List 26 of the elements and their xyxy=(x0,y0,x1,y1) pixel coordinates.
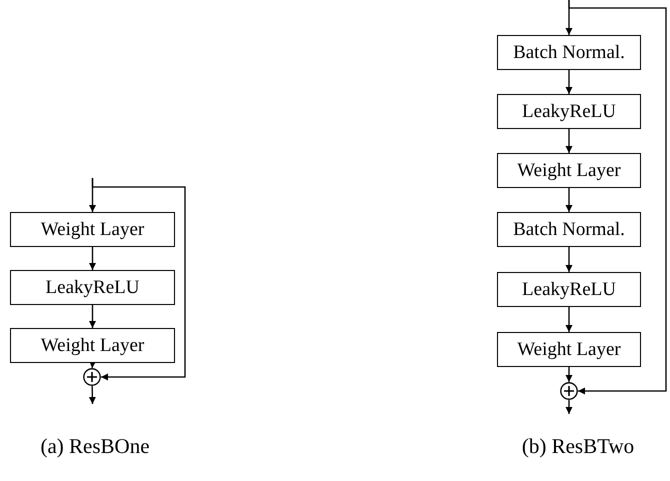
arrow xyxy=(566,307,572,332)
arrow xyxy=(92,178,186,380)
arrow xyxy=(566,188,572,212)
layer-box: LeakyReLU xyxy=(497,94,641,129)
arrow xyxy=(89,360,96,368)
layer-box: Batch Normal. xyxy=(497,212,641,247)
layer-box: Weight Layer xyxy=(10,328,175,363)
arrow xyxy=(566,367,572,382)
subfigure-caption: (b) ResBTwo xyxy=(522,434,634,459)
arrow xyxy=(88,386,96,404)
layer-box: Weight Layer xyxy=(497,332,641,367)
arrow xyxy=(566,247,572,272)
layer-box: Weight Layer xyxy=(497,153,641,188)
layer-box: Batch Normal. xyxy=(497,35,641,70)
sum-circle xyxy=(560,382,578,400)
arrow xyxy=(568,0,667,394)
layer-box: LeakyReLU xyxy=(10,270,175,305)
arrow xyxy=(89,305,96,328)
arrow xyxy=(566,70,572,94)
layer-box: LeakyReLU xyxy=(497,272,641,307)
arrow xyxy=(566,400,572,414)
arrow xyxy=(89,247,96,270)
subfigure-caption: (a) ResBOne xyxy=(40,434,150,459)
arrow xyxy=(566,129,572,153)
sum-circle xyxy=(83,368,101,386)
layer-box: Weight Layer xyxy=(10,212,175,247)
